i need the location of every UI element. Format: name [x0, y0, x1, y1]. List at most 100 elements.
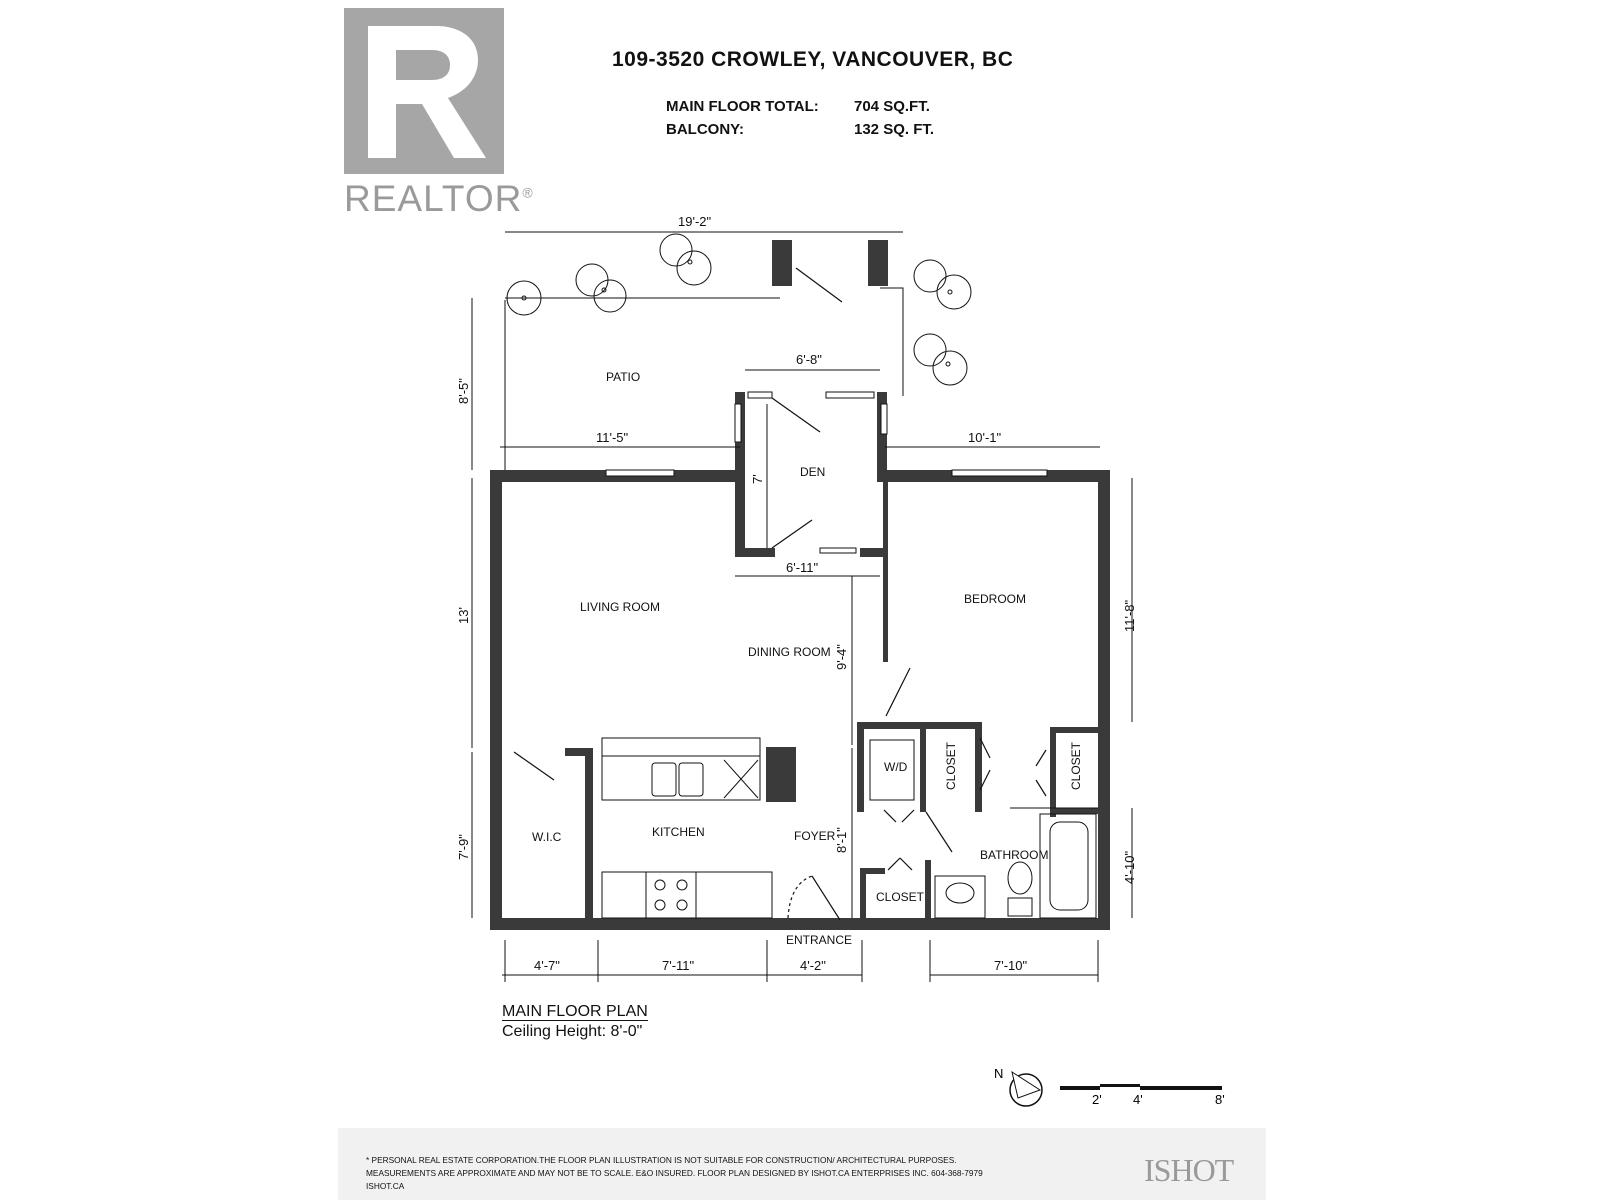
door-entry-closet-2: [899, 857, 913, 871]
wall-bedroom-left: [883, 482, 888, 662]
wall-closet-top: [920, 722, 980, 729]
window-den-right: [880, 403, 888, 435]
dim-wic-height: 7'-9": [456, 834, 471, 860]
room-label-bedroom: BEDROOM: [964, 592, 1026, 606]
plan-title-text: MAIN FLOOR PLAN: [502, 1003, 648, 1021]
door-bath: [925, 811, 953, 853]
sink-basin-1: [651, 762, 677, 797]
dim-bottom-kitchen: 7'-11": [662, 958, 695, 973]
wall-bedcloset-left: [1050, 727, 1056, 817]
area-value: 132 SQ. FT.: [854, 121, 935, 138]
property-address: 109-3520 CROWLEY, VANCOUVER, BC: [612, 48, 1014, 71]
counter-bottom: [601, 871, 773, 919]
wall-wd-top: [857, 722, 925, 729]
tree-icon: [575, 263, 627, 313]
room-label-closet-entry: CLOSET: [876, 890, 925, 904]
burner: [676, 899, 688, 911]
wall-den-right: [877, 392, 887, 482]
dim-bottom-bath: 7'-10": [994, 958, 1028, 973]
disclaimer-text: * PERSONAL REAL ESTATE CORPORATION.THE F…: [366, 1155, 983, 1191]
wall-patio-post-2: [868, 240, 888, 286]
dishwasher-diag-2: [723, 759, 759, 799]
door-closet-wd-1: [979, 737, 991, 759]
dimension-lines: [471, 231, 1133, 982]
wall-den-left: [735, 392, 745, 557]
wall-closet-right: [975, 722, 982, 812]
window-den-left: [734, 403, 742, 443]
room-label-bathroom: BATHROOM: [980, 848, 1048, 862]
dim-den-depth: 7': [750, 474, 765, 484]
window-living: [605, 469, 675, 477]
door-wic: [513, 751, 555, 781]
dim-foyer-height: 8'-1": [834, 827, 849, 853]
area-value: 704 SQ.FT.: [854, 98, 930, 115]
window-den-bottom: [819, 547, 857, 554]
door-den-top: [771, 397, 821, 433]
door-closet-bed-2: [1035, 779, 1047, 797]
tree-icon: [913, 259, 972, 310]
room-label-wd: W/D: [884, 760, 908, 774]
area-label: BALCONY:: [666, 121, 745, 138]
ishot-logo: ISHOT: [1144, 1152, 1234, 1188]
fridge: [766, 747, 796, 802]
wall-entry-closet-top: [860, 868, 885, 874]
wall-closet-r: [920, 722, 926, 812]
dim-bottom-entry: 4'-2": [800, 958, 826, 973]
dim-bedroom-top: 10'-1": [968, 430, 1002, 445]
door-entrance: [811, 875, 841, 921]
dim-patio-width: 19'-2": [678, 214, 712, 229]
dim-den-width: 6'-8": [796, 352, 822, 367]
tree-icon: [659, 233, 712, 286]
kitchen-island: [601, 737, 761, 801]
room-label-kitchen: KITCHEN: [652, 825, 705, 839]
room-label-patio: PATIO: [606, 370, 640, 384]
door-entrance-swing: [787, 875, 813, 919]
dim-living-height: 13': [456, 607, 471, 624]
toilet-tank: [1007, 897, 1033, 917]
room-label-living: LIVING ROOM: [580, 600, 660, 614]
door-wd-2: [901, 809, 915, 823]
door-bedroom: [885, 667, 911, 717]
wall-den-top-r: [877, 392, 887, 402]
door-wd: [883, 809, 897, 823]
sink-basin-2: [678, 762, 704, 797]
dim-bottom-wic: 4'-7": [534, 958, 560, 973]
room-label-den: DEN: [800, 465, 825, 479]
wall-bath-top: [925, 860, 931, 874]
dim-bedroom-height: 11'-8": [1122, 599, 1137, 632]
wall-bedcloset-bottom: [1050, 808, 1100, 814]
compass-icon: N: [994, 1066, 1043, 1107]
dim-den-inner-width: 6'-11": [786, 560, 819, 575]
wall-wic-right: [585, 748, 593, 923]
realtor-r-mark: [344, 8, 504, 174]
walls: [490, 240, 1110, 930]
toilet-bowl: [1007, 861, 1033, 895]
room-label-wic: W.I.C: [532, 830, 562, 844]
compass-north-label: N: [994, 1066, 1003, 1081]
plan-title: MAIN FLOOR PLAN: [502, 1003, 648, 1021]
wall-bath-left: [925, 868, 931, 923]
vanity: [934, 875, 986, 919]
area-label: MAIN FLOOR TOTAL:: [666, 98, 819, 115]
dim-patio-depth: 8'-5": [456, 378, 471, 404]
dim-living-top: 11'-5": [596, 430, 629, 445]
wall-bedcloset-top: [1050, 727, 1100, 733]
room-label-dining: DINING ROOM: [748, 645, 831, 659]
scale-bar: 2' 4' 8': [1060, 1084, 1225, 1107]
ceiling-height: Ceiling Height: 8'-0": [502, 1023, 643, 1040]
realtor-logo: REALTOR®: [344, 8, 533, 222]
wall-right: [1098, 470, 1110, 930]
door-entry-closet-1: [887, 857, 901, 871]
wall-wd-left: [857, 722, 864, 812]
wall-patio-post-1: [772, 240, 792, 286]
room-label-entrance: ENTRANCE: [786, 933, 852, 947]
window-den-top-l: [747, 391, 773, 399]
wall-left: [490, 470, 502, 930]
window-bedroom: [951, 469, 1048, 477]
burner: [654, 879, 666, 891]
wall-wic-top: [565, 748, 593, 756]
stove: [645, 871, 697, 919]
dim-dining-height: 9'-4": [834, 644, 849, 670]
